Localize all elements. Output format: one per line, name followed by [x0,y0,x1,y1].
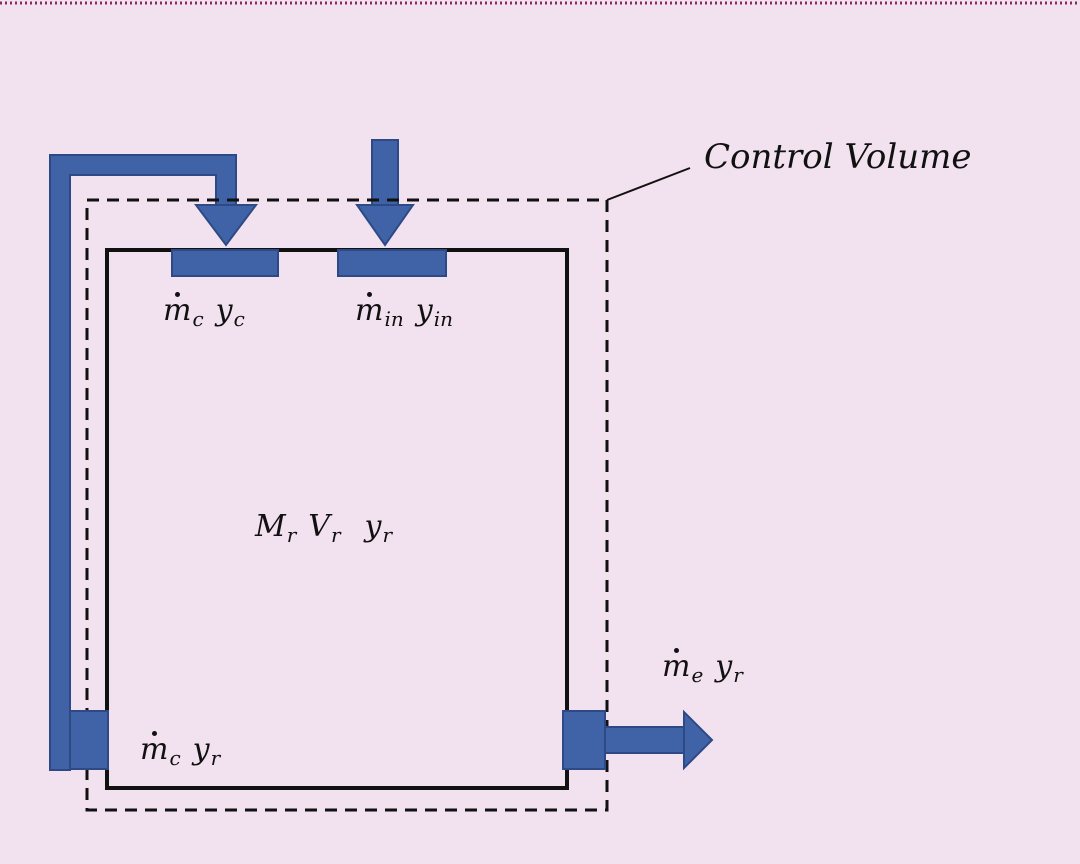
exit-port [562,710,606,770]
subscript: r [210,746,221,770]
composition-symbol: y [192,732,210,767]
subscript: r [382,523,393,547]
composition-symbol: y [415,293,433,328]
subscript: c [169,746,181,770]
subscript: r [330,523,341,547]
recycle-outlet-port [69,710,109,770]
composition-symbol: y [364,509,382,544]
mass-flow-symbol: m [662,648,691,684]
control-volume-leader [606,167,691,201]
recycle-arrowhead [194,204,258,247]
subscript: r [733,663,743,687]
subscript: in [433,307,453,331]
mass-flow-symbol: m [355,292,384,328]
feed-inlet-port [337,249,447,277]
control-volume-boundary [85,198,609,812]
exit-arrowhead [683,709,714,771]
composition-symbol: y [715,649,733,684]
exit-arrow-shaft [604,726,686,754]
composition-symbol: y [215,293,233,328]
mass-flow-symbol: m [163,292,192,328]
subscript: c [192,307,204,331]
mass-symbol: M [255,509,286,544]
recycle-pipe [49,154,237,771]
subscript: in [384,307,404,331]
subscript: r [286,523,297,547]
recycle-inlet-port [171,249,279,277]
subscript: c [233,307,245,331]
subscript: e [691,663,704,687]
volume-symbol: V [308,509,330,544]
feed-arrow-shaft [371,139,399,206]
mass-flow-symbol: m [140,731,169,767]
control-volume-label: Control Volume [704,137,972,177]
feed-arrowhead [355,204,415,247]
